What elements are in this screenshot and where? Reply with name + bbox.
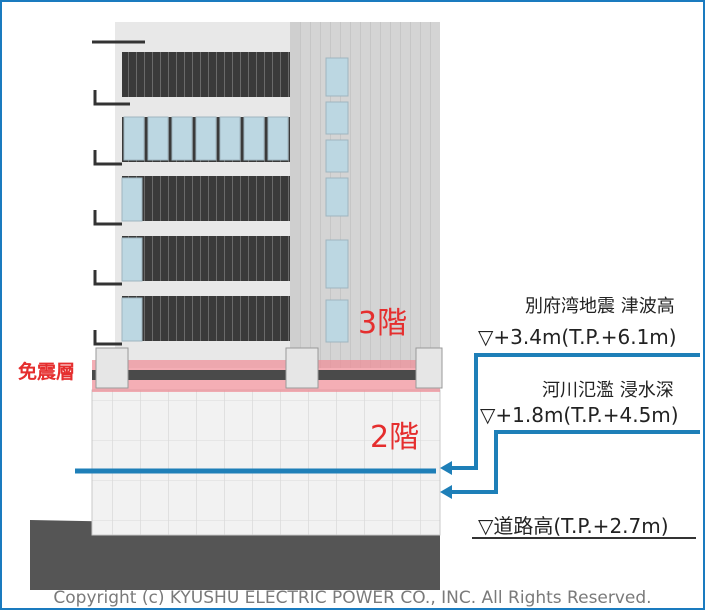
column-mid — [285, 347, 319, 389]
glass-windows — [121, 116, 289, 342]
beppu-tsunami-level: ▽+3.4m(T.P.+6.1m) — [478, 325, 677, 349]
road-level-label: ▽道路高(T.P.+2.7m) — [478, 514, 669, 538]
column-right — [415, 347, 443, 389]
river-flood-title: 河川氾濫 浸水深 — [542, 380, 674, 401]
upper-louvers — [122, 52, 290, 341]
floor-2-label: 2階 — [370, 420, 420, 455]
shaft-divider — [290, 22, 300, 368]
tsunami-arrowhead — [440, 461, 452, 475]
isolation-layer-core — [92, 370, 440, 380]
flood-arrowhead — [440, 485, 452, 499]
beppu-tsunami-title: 別府湾地震 津波高 — [525, 296, 675, 317]
flood-leader — [448, 430, 700, 494]
copyright-text: Copyright (c) KYUSHU ELECTRIC POWER CO.,… — [53, 588, 652, 608]
elevator-shaft — [300, 22, 440, 368]
tsunami-leader — [448, 353, 700, 470]
floor-3-label: 3階 — [358, 306, 408, 341]
seismic-isolation-label: 免震層 — [18, 361, 76, 383]
ground — [30, 520, 440, 590]
column-left — [95, 347, 129, 389]
river-flood-level: ▽+1.8m(T.P.+4.5m) — [480, 403, 679, 427]
balconies — [92, 40, 145, 346]
lower-floors — [91, 389, 441, 536]
